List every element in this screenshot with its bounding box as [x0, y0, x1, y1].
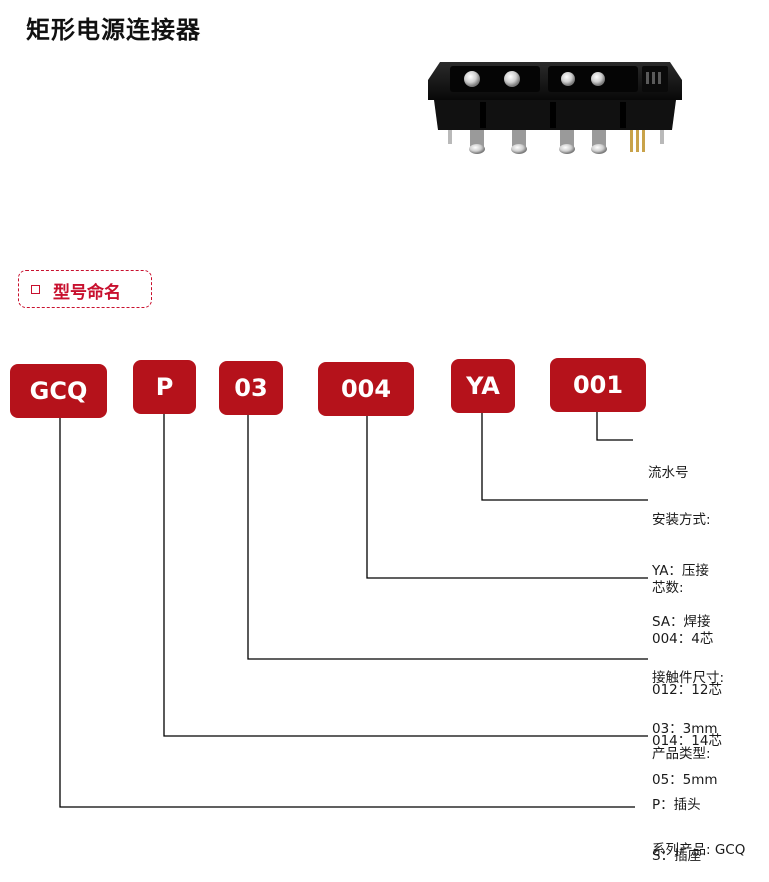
- desc-contact-title: 接触件尺寸:: [652, 670, 725, 686]
- code-box-serial-number: 001: [550, 358, 646, 412]
- section-header-model-naming: 型号命名: [18, 270, 152, 308]
- desc-install-line: YA：压接: [652, 563, 709, 579]
- page-title: 矩形电源连接器: [26, 16, 201, 44]
- desc-install-line: SA：焊接: [652, 614, 711, 630]
- leader-line-cores: [366, 416, 648, 579]
- desc-cores-title: 芯数:: [652, 580, 684, 596]
- leader-line-type: [163, 414, 648, 737]
- code-box-product-type: P: [133, 360, 196, 414]
- desc-contact: 接触件尺寸: 03：3mm 05：5mm: [652, 636, 724, 806]
- leader-line-serial: [596, 412, 633, 441]
- leader-line-install: [481, 413, 648, 501]
- leader-line-series: [59, 418, 635, 808]
- desc-serial-title: 流水号: [648, 465, 689, 481]
- desc-install: 安装方式: YA：压接 SA：焊接: [652, 478, 711, 648]
- desc-contact-line: 05：5mm: [652, 772, 718, 788]
- desc-serial: 流水号: [648, 431, 689, 499]
- code-box-install-method: YA: [451, 359, 515, 413]
- code-box-series: GCQ: [10, 364, 107, 418]
- desc-cores-line: 014：14芯: [652, 733, 722, 749]
- desc-type-title: 产品类型:: [652, 746, 711, 762]
- desc-contact-line: 03：3mm: [652, 721, 718, 737]
- desc-cores: 芯数: 004：4芯 012：12芯 014：14芯: [652, 546, 722, 767]
- checkbox-square-icon: [31, 285, 40, 294]
- product-image: [428, 62, 682, 154]
- desc-series: 系列产品: GCQ: [652, 808, 745, 876]
- leader-line-contact: [247, 415, 648, 660]
- desc-cores-line: 004：4芯: [652, 631, 714, 647]
- desc-type-line: P：插头: [652, 797, 701, 813]
- desc-type: 产品类型: P：插头 S：插座: [652, 712, 711, 882]
- desc-type-line: S：插座: [652, 848, 702, 864]
- code-box-contact-size: 03: [219, 361, 283, 415]
- code-box-core-count: 004: [318, 362, 414, 416]
- desc-cores-line: 012：12芯: [652, 682, 722, 698]
- section-label: 型号命名: [53, 283, 121, 303]
- desc-series-title: 系列产品: GCQ: [652, 842, 746, 858]
- desc-install-title: 安装方式:: [652, 512, 711, 528]
